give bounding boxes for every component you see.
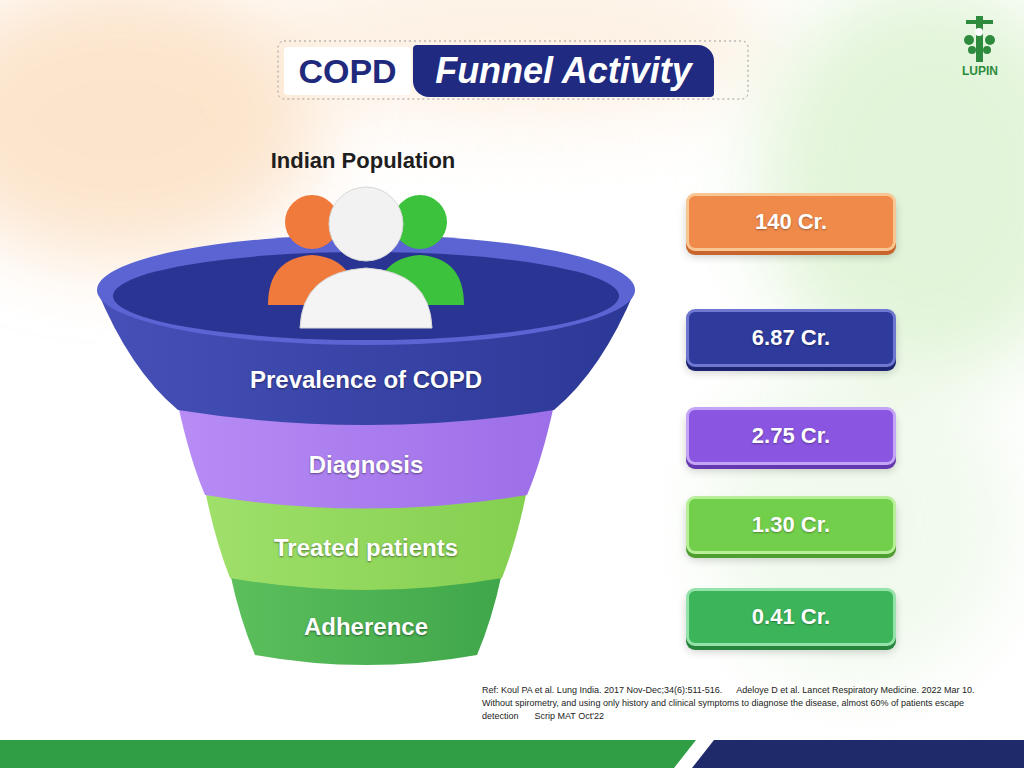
reference: Scrip MAT Oct'22: [535, 711, 604, 721]
title-banner: Funnel Activity: [413, 45, 714, 97]
band-label: Diagnosis: [309, 451, 424, 479]
title-text: COPD: [298, 52, 396, 91]
value-text: 1.30 Cr.: [752, 512, 830, 538]
reference: Ref: Koul PA et al. Lung India. 2017 Nov…: [482, 685, 722, 695]
value-box: 140 Cr.: [686, 193, 896, 251]
value-box: 0.41 Cr.: [686, 588, 896, 646]
band-label: Adherence: [304, 613, 428, 641]
logo-text: LUPIN: [962, 64, 998, 78]
funnel-band: Treated patients: [222, 528, 510, 568]
value-text: 2.75 Cr.: [752, 423, 830, 449]
band-label: Prevalence of COPD: [250, 366, 482, 394]
funnel-heading-holder: Indian Population: [213, 148, 513, 174]
value-text: 140 Cr.: [755, 209, 827, 235]
funnel-band: Prevalence of COPD: [170, 360, 562, 400]
value-text: 0.41 Cr.: [752, 604, 830, 630]
funnel-band: Adherence: [245, 607, 487, 647]
value-text: 6.87 Cr.: [752, 325, 830, 351]
reference: Adeloye D et al. Lancet Respiratory Medi…: [736, 685, 974, 695]
title-box: COPD: [284, 47, 411, 95]
band-label: Treated patients: [274, 534, 458, 562]
funnel-heading: Indian Population: [271, 148, 456, 173]
value-box: 6.87 Cr.: [686, 309, 896, 367]
reference-block: Ref: Koul PA et al. Lung India. 2017 Nov…: [482, 684, 1018, 723]
value-box: 1.30 Cr.: [686, 496, 896, 554]
funnel-band: Diagnosis: [200, 445, 532, 485]
title-text: Funnel Activity: [435, 50, 692, 92]
value-box: 2.75 Cr.: [686, 407, 896, 465]
logo-text-holder: LUPIN: [950, 64, 1010, 78]
